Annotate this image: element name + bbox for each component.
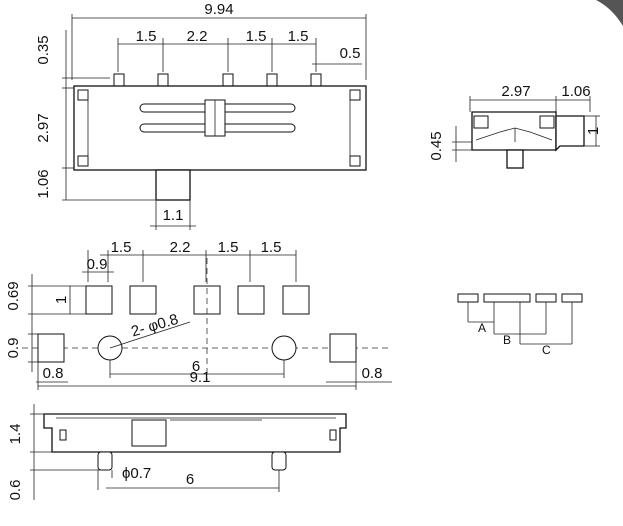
fp-pad-height: 1 [53,296,70,304]
fp-mount-pad-height: 0.9 [5,338,22,359]
circuit-contact [483,293,531,303]
fp-pitch-2: 1.5 [218,239,239,256]
signal-pad [237,285,265,315]
side-view: 2.97 1.06 1 0.45 [428,83,602,169]
peg [97,451,113,471]
circuit-label-b: B [503,333,511,347]
side-clip [539,115,555,129]
dim-side-tab-width: 1.06 [561,83,590,100]
circuit-contact [535,293,557,303]
signal-pad [282,285,310,315]
lever [155,169,191,201]
bottom-actuator [131,419,167,447]
fp-pitch-1: 1.5 [111,239,132,256]
side-clip [473,115,489,129]
fp-mount-pad-width-right: 0.8 [362,365,383,382]
dim-side-body-width: 2.97 [501,83,530,100]
fp-mount-span: 9.1 [190,369,211,386]
dim-lever-width: 1.1 [163,207,184,224]
fp-mount-pad-width-left: 0.8 [43,365,64,382]
top-view: 9.94 1.5 2.2 1.5 1.5 0.5 0.35 2.97 1.06 [35,1,367,230]
corner-clip [349,89,361,101]
dim-lever-extension: 1.06 [35,169,52,198]
top-pin [266,73,278,87]
signal-pad [129,285,157,315]
mount-pad-left [37,333,65,363]
bottom-view: 6 ϕ0.7 1.4 0.6 [7,404,347,501]
signal-pad [85,285,113,315]
bv-peg-pitch: 6 [186,471,194,488]
peg [271,451,287,471]
dim-pitch-center: 2.2 [187,28,208,45]
bv-peg-diameter: ϕ0.7 [122,465,151,482]
corner-clip [77,89,89,101]
circuit-contact [457,293,479,303]
dim-standoff: 0.45 [428,131,445,160]
corner-clip [77,155,89,167]
dim-pitch-3: 1.5 [288,28,309,45]
mount-pad-right [329,333,357,363]
fp-pad-width: 0.9 [87,256,108,273]
mount-hole [271,335,297,361]
circuit-contact [561,293,583,303]
fp-pad-row-offset: 0.69 [5,281,22,310]
dim-pitch-1: 1.5 [136,28,157,45]
fp-hole-callout: 2- φ0.8 [129,311,180,341]
circuit-label-c: C [542,343,551,357]
side-tab [555,115,585,152]
circuit-diagram: A B C [457,293,583,357]
bv-peg-height: 0.6 [7,480,24,501]
fp-pitch-center: 2.2 [170,239,191,256]
corner-clip [349,155,361,167]
switch-body-side [43,413,347,453]
top-pin [113,73,125,87]
top-pin [222,73,234,87]
corner-decoration [596,0,623,26]
dim-pitch-2: 1.5 [246,28,267,45]
bottom-clip [59,429,67,441]
dim-body-height: 2.97 [35,113,52,142]
fp-hole-pitch: 6 [192,358,200,375]
top-pin [310,73,322,87]
footprint-view: 1.5 2.2 1.5 1.5 0.9 0.69 1 0.9 2- φ0.8 [5,239,392,390]
fp-pitch-3: 1.5 [261,239,282,256]
bv-body-height: 1.4 [7,424,24,445]
dim-pin-width: 0.5 [340,45,361,62]
dim-side-tab-height: 1 [585,127,602,135]
side-lever [506,149,524,169]
circuit-label-a: A [478,321,486,335]
top-pin [157,73,169,87]
dim-total-width: 9.94 [204,1,233,18]
bottom-clip [329,429,337,441]
dim-pin-height: 0.35 [35,35,52,64]
